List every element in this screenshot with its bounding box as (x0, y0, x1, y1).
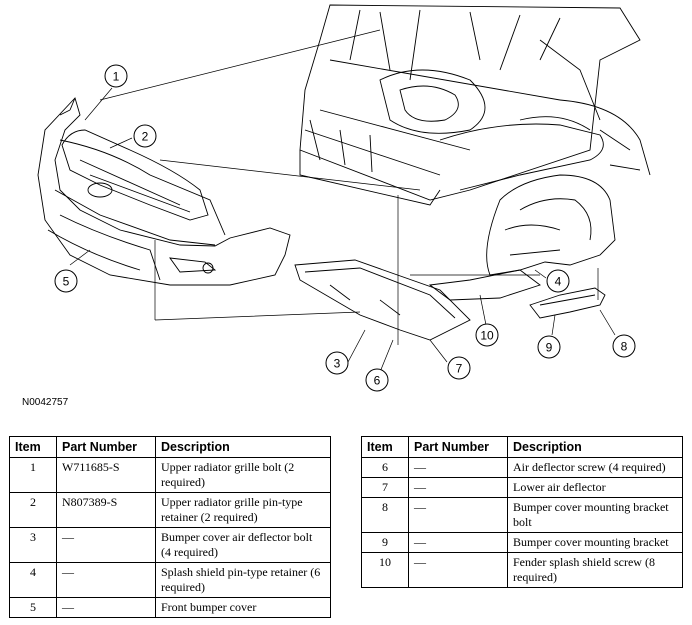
item-cell: 4 (9, 562, 57, 598)
item-cell: 3 (9, 527, 57, 563)
part-number-cell: W711685-S (56, 457, 156, 493)
part-number-cell: N807389-S (56, 492, 156, 528)
callout-1: 1 (104, 64, 128, 88)
part-number-cell: — (408, 532, 508, 553)
lower-air-deflector (294, 259, 471, 341)
table-row: 6 — Air deflector screw (4 required) (361, 457, 683, 478)
callout-label: 3 (334, 357, 341, 371)
callout-4: 4 (546, 269, 570, 293)
callout-label: 9 (546, 341, 553, 355)
leader-lines (69, 29, 616, 373)
callout-10: 10 (475, 323, 499, 347)
table-row: 8 — Bumper cover mounting bracket bolt (361, 497, 683, 533)
callout-label: 8 (621, 340, 628, 354)
part-number-cell: — (56, 562, 156, 598)
description-cell: Bumper cover mounting bracket bolt (507, 497, 683, 533)
description-cell: Fender splash shield screw (8 required) (507, 552, 683, 588)
table-row: 2 N807389-S Upper radiator grille pin-ty… (9, 492, 331, 528)
engine-bay-illustration (299, 4, 651, 206)
callout-label: 4 (555, 275, 562, 289)
item-cell: 2 (9, 492, 57, 528)
part-number-cell: — (408, 477, 508, 498)
table-row: 9 — Bumper cover mounting bracket (361, 532, 683, 553)
callout-label: 7 (456, 362, 463, 376)
table-row: 3 — Bumper cover air deflector bolt (4 r… (9, 527, 331, 563)
description-cell: Upper radiator grille pin-type retainer … (155, 492, 331, 528)
item-cell: 10 (361, 552, 409, 588)
item-cell: 7 (361, 477, 409, 498)
callout-label: 1 (113, 70, 120, 84)
description-cell: Bumper cover mounting bracket (507, 532, 683, 553)
callout-label: 2 (142, 130, 149, 144)
callout-7: 7 (447, 356, 471, 380)
front-bumper-cover (37, 97, 291, 286)
item-cell: 6 (361, 457, 409, 478)
callout-label: 10 (480, 329, 494, 343)
part-number-cell: — (408, 552, 508, 588)
callout-8: 8 (612, 334, 636, 358)
fender-splash-shield (428, 174, 616, 301)
description-cell: Upper radiator grille bolt (2 required) (155, 457, 331, 493)
table-header-row: Item Part Number Description (9, 436, 331, 458)
description-cell: Lower air deflector (507, 477, 683, 498)
description-cell: Front bumper cover (155, 597, 331, 618)
part-number-cell: — (56, 597, 156, 618)
description-cell: Bumper cover air deflector bolt (4 requi… (155, 527, 331, 563)
table-row: 7 — Lower air deflector (361, 477, 683, 498)
description-cell: Splash shield pin-type retainer (6 requi… (155, 562, 331, 598)
header-part-number: Part Number (56, 436, 156, 458)
header-item: Item (361, 436, 409, 458)
header-part-number: Part Number (408, 436, 508, 458)
exploded-view-diagram: 1 2 3 4 5 6 7 8 9 10 (37, 4, 651, 392)
item-cell: 9 (361, 532, 409, 553)
table-row: 4 — Splash shield pin-type retainer (6 r… (9, 562, 331, 598)
header-item: Item (9, 436, 57, 458)
part-number-cell: — (408, 497, 508, 533)
description-cell: Air deflector screw (4 required) (507, 457, 683, 478)
parts-table-left: Item Part Number Description 1 W711685-S… (9, 436, 331, 618)
item-cell: 5 (9, 597, 57, 618)
callout-5: 5 (54, 269, 78, 293)
table-header-row: Item Part Number Description (361, 436, 683, 458)
header-description: Description (155, 436, 331, 458)
callout-6: 6 (365, 368, 389, 392)
table-row: 5 — Front bumper cover (9, 597, 331, 618)
callout-label: 5 (63, 275, 70, 289)
part-number-cell: — (408, 457, 508, 478)
table-row: 10 — Fender splash shield screw (8 requi… (361, 552, 683, 588)
callout-2: 2 (133, 124, 157, 148)
bumper-cover-mounting-bracket (529, 287, 606, 319)
callout-label: 6 (374, 374, 381, 388)
item-cell: 1 (9, 457, 57, 493)
item-cell: 8 (361, 497, 409, 533)
part-number-cell: — (56, 527, 156, 563)
figure-id: N0042757 (22, 397, 69, 408)
table-row: 1 W711685-S Upper radiator grille bolt (… (9, 457, 331, 493)
parts-table-right: Item Part Number Description 6 — Air def… (361, 436, 683, 588)
callout-3: 3 (325, 351, 349, 375)
header-description: Description (507, 436, 683, 458)
callout-9: 9 (537, 335, 561, 359)
